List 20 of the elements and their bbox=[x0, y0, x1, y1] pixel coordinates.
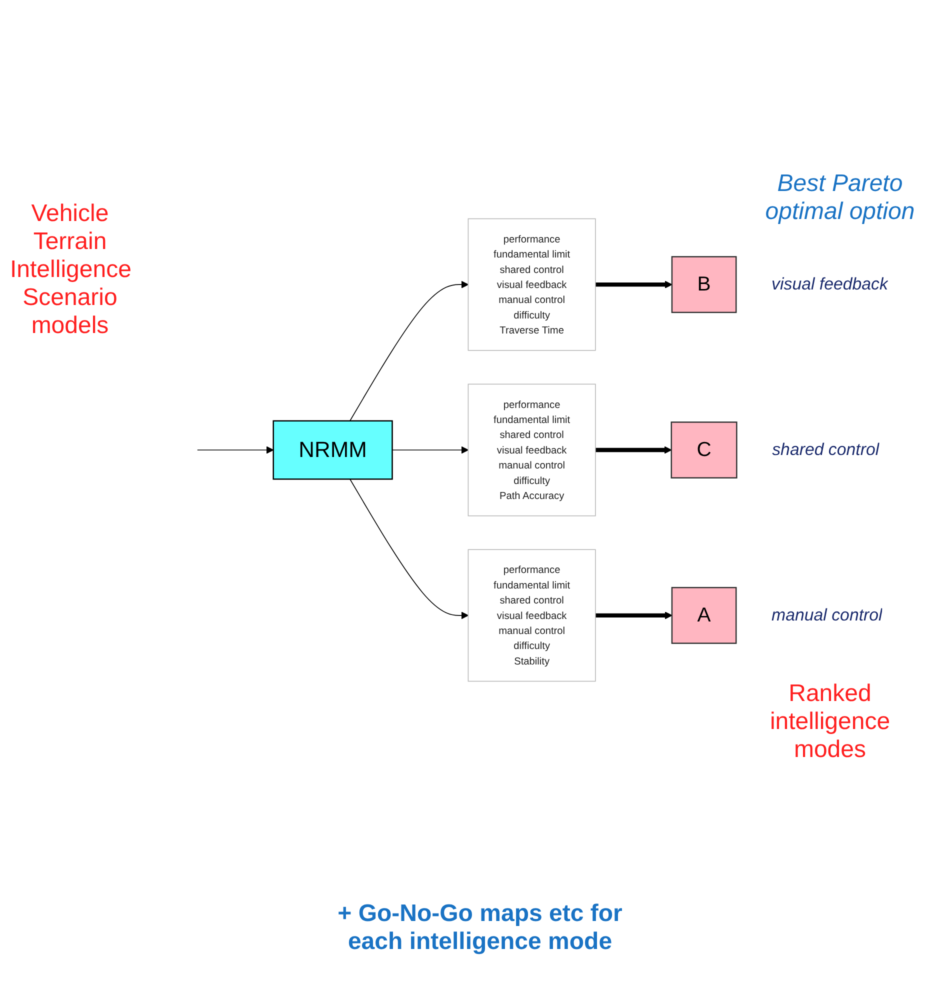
note-text: Vehicle Terrain Intelligence Scenario models bbox=[10, 200, 130, 340]
node-box: performance fundamental limit shared control visual feedback manual control difficulty Stability bbox=[468, 549, 596, 682]
arrow bbox=[595, 280, 672, 288]
node-label: shared control bbox=[772, 440, 880, 460]
arrow bbox=[392, 446, 469, 454]
arrow bbox=[350, 478, 469, 620]
arrow bbox=[595, 446, 672, 454]
node-box: performance fundamental limit shared control visual feedback manual control difficulty Traverse Time bbox=[468, 218, 596, 351]
arrow bbox=[196, 446, 274, 454]
note-text: Ranked intelligence modes bbox=[768, 680, 892, 764]
node-box: performance fundamental limit shared control visual feedback manual control difficulty Path Accuracy bbox=[468, 384, 596, 516]
node-label: manual control bbox=[772, 606, 882, 625]
node-box: A bbox=[671, 586, 737, 644]
node-box: NRMM bbox=[272, 420, 393, 480]
arrow bbox=[350, 280, 469, 422]
node-box: C bbox=[670, 422, 738, 478]
arrow bbox=[595, 612, 672, 620]
node-box: B bbox=[671, 256, 737, 314]
note-text: + Go-No-Go maps etc for each intelligence mode bbox=[336, 900, 624, 956]
note-text: Best Pareto optimal option bbox=[764, 170, 916, 226]
